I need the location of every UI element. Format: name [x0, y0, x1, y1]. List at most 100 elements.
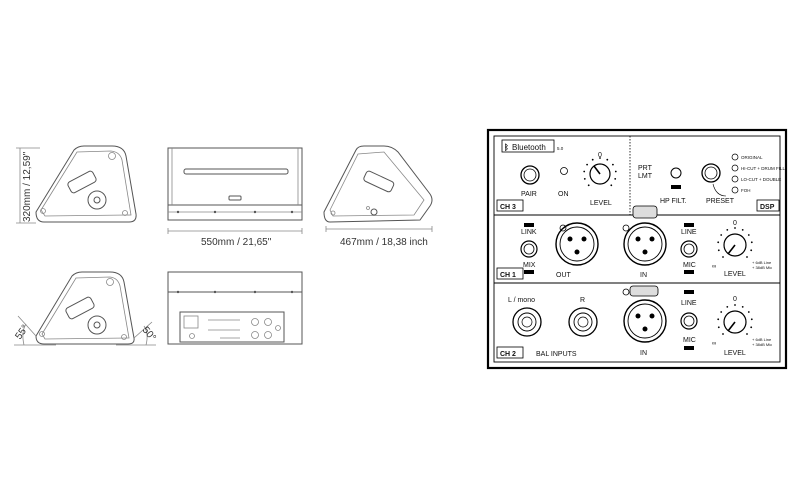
ch1-level-label: LEVEL	[724, 271, 746, 278]
knob-tick	[720, 234, 723, 236]
r-label: R	[580, 297, 585, 304]
bluetooth-badge: ᛒ Bluetooth 5.0	[501, 139, 564, 153]
knob-tick	[717, 318, 720, 321]
depth-dimension: 467mm / 18,38 inch	[325, 226, 433, 248]
knob-tick	[583, 178, 586, 180]
ch2-mic-label: MIC	[683, 337, 696, 344]
preset-option-1: ORIGINAL	[741, 155, 763, 160]
l-mono-label: L / mono	[508, 297, 535, 304]
ch2-line-mic-switch	[680, 312, 698, 330]
preset-option-2: HI-CUT + DRUM FILL	[741, 166, 786, 171]
rear-view-bottom	[167, 271, 303, 345]
ch2-tag: CH 2	[500, 351, 516, 358]
ch1-gain-note-2: + 38dB Mic	[752, 265, 772, 270]
knob-tick	[726, 229, 729, 231]
knob-tick	[583, 170, 586, 173]
dsp-section: PRT LMT HP FILT. PRESET ORIGINAL HI-CUT …	[638, 153, 786, 212]
link-label: LINK	[521, 229, 537, 236]
angle-left-label: 55°	[13, 323, 31, 342]
preset-option-3: LO-CUT + DOUBLE	[741, 177, 781, 182]
bluetooth-label: Bluetooth	[512, 143, 546, 152]
preset-option-4: FOH	[741, 188, 751, 193]
ch3-section: PAIR ON 0 LEVEL CH 3	[496, 152, 612, 212]
knob-tick	[720, 311, 723, 313]
ch1-line-label: LINE	[681, 229, 697, 236]
knob-tick	[722, 256, 724, 258]
ch1-line-mic-switch	[680, 240, 698, 258]
ch3-knob-zero: 0	[598, 152, 602, 159]
link-mix-switch	[520, 240, 538, 258]
out-label: OUT	[556, 272, 572, 279]
knob-tick	[717, 241, 720, 244]
bal-inputs-label: BAL INPUTS	[536, 351, 577, 358]
knob-tick	[734, 304, 736, 306]
bluetooth-version: 5.0	[557, 146, 564, 151]
ch2-knob-inf: ∞	[712, 341, 716, 347]
pair-button-label: PAIR	[521, 191, 537, 198]
knob-tick	[750, 318, 753, 321]
knob-tick	[606, 158, 609, 161]
side-view-top	[35, 145, 137, 223]
knob-tick	[747, 311, 750, 313]
knob-tick	[612, 163, 614, 166]
knob-tick	[717, 326, 720, 329]
knob-tick	[722, 333, 724, 335]
side-view-bottom	[14, 271, 156, 346]
knob-tick	[746, 256, 748, 258]
lmt-label: LMT	[638, 173, 653, 180]
on-led-label: ON	[558, 191, 569, 198]
prt-label: PRT	[638, 165, 653, 172]
depth-label: 467mm / 18,38 inch	[340, 237, 428, 248]
preset-label: PRESET	[706, 198, 735, 205]
ch2-gain-note-1: + 6dB Line	[752, 337, 772, 342]
xlr-in-connector-ch1	[623, 222, 667, 266]
knob-tick	[591, 158, 594, 161]
ch2-line-label: LINE	[681, 300, 697, 307]
knob-tick	[750, 326, 753, 329]
knob-tick	[587, 184, 590, 187]
knob-tick	[741, 229, 744, 231]
dsp-tag: DSP	[760, 204, 775, 211]
ch1-tag: CH 1	[500, 272, 516, 279]
jack-l-mono	[512, 307, 542, 337]
ch2-level-knob	[723, 310, 747, 334]
mix-label: MIX	[523, 262, 536, 269]
ch3-tag: CH 3	[500, 204, 516, 211]
ch1-knob-zero: 0	[733, 220, 737, 227]
knob-tick	[610, 184, 613, 187]
height-label: 320mm / 12,59"	[22, 151, 33, 222]
bluetooth-icon: ᛒ	[504, 143, 509, 152]
ch2-knob-zero: 0	[733, 296, 737, 303]
xlr-out-connector	[555, 222, 599, 266]
side-view-rear	[323, 145, 433, 223]
ch2-gain-note-2: + 38dB Mic	[752, 342, 772, 347]
front-view-top	[167, 147, 303, 221]
knob-tick	[746, 333, 748, 335]
jack-r	[568, 307, 598, 337]
ch2-level-label: LEVEL	[724, 350, 746, 357]
width-label: 550mm / 21,65"	[201, 237, 272, 248]
knob-tick	[726, 306, 729, 308]
knob-tick	[717, 249, 720, 252]
ch1-knob-inf: ∞	[712, 264, 716, 270]
ch3-level-knob	[589, 163, 611, 185]
height-dimension: 320mm / 12,59"	[16, 147, 40, 224]
width-dimension: 550mm / 21,65"	[167, 228, 303, 248]
knob-tick	[734, 227, 736, 229]
ch1-section: LINK MIX OUT IN LINE MIC 0 ∞ + 6dB Lin	[496, 205, 772, 280]
knob-tick	[741, 306, 744, 308]
hp-filt-label: HP FILT.	[660, 198, 687, 205]
ch2-section: L / mono R BAL INPUTS IN LINE MIC 0 ∞ + …	[496, 285, 772, 359]
knob-tick	[614, 178, 617, 180]
knob-tick	[599, 157, 601, 159]
ch1-in-label: IN	[640, 272, 647, 279]
ch1-level-knob	[723, 233, 747, 257]
ch1-gain-note-1: + 6dB Line	[752, 260, 772, 265]
knob-scale-ticks	[583, 157, 753, 335]
angle-right-label: 50°	[140, 325, 158, 344]
ch3-level-label: LEVEL	[590, 200, 612, 207]
knob-tick	[750, 249, 753, 252]
knob-tick	[750, 241, 753, 244]
ch1-mic-label: MIC	[683, 262, 696, 269]
